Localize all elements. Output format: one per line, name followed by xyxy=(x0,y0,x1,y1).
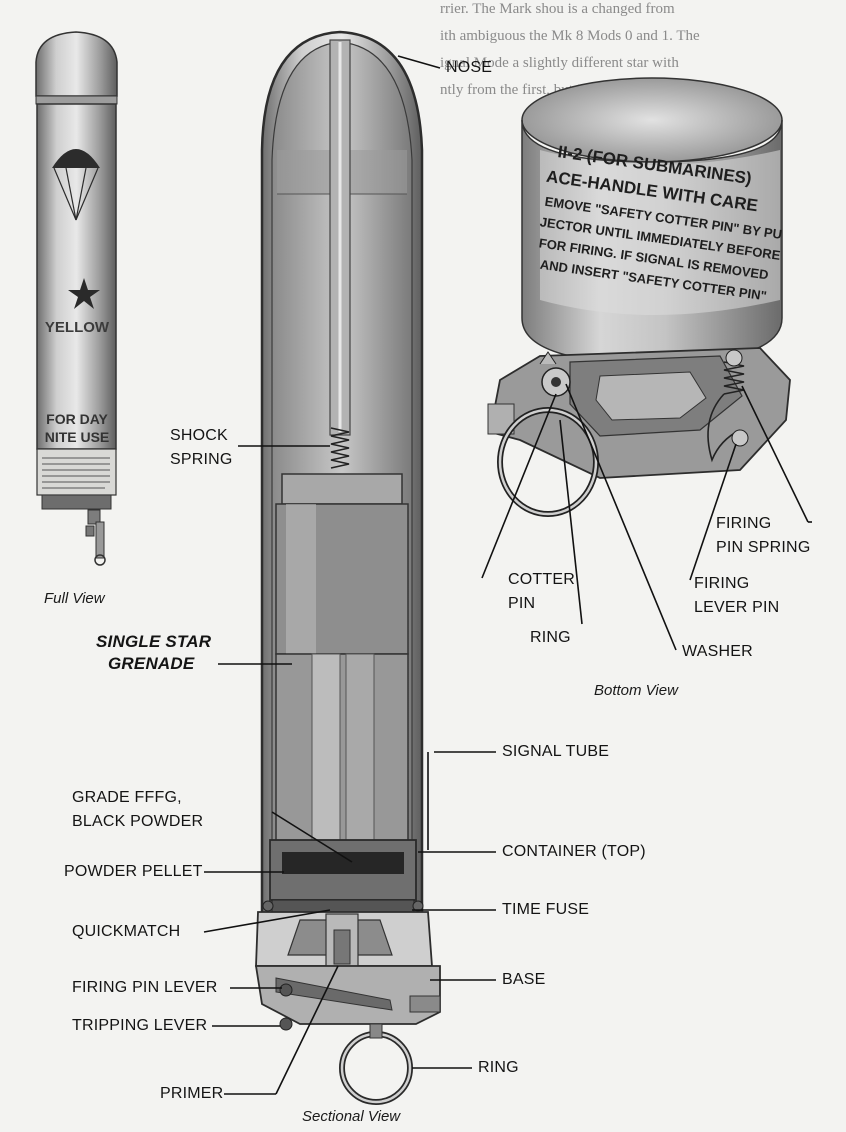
label-shock-spring-1: SHOCK xyxy=(170,427,228,444)
full-view-use-line2: NITE USE xyxy=(45,429,110,445)
sectional-view xyxy=(254,30,441,1105)
label-cotter-pin-2: PIN xyxy=(508,595,536,612)
label-ring-side: RING xyxy=(530,629,571,646)
label-powder-pellet: POWDER PELLET xyxy=(64,863,203,880)
leader-lines xyxy=(203,55,812,1095)
label-quickmatch: QUICKMATCH xyxy=(72,923,181,940)
label-primer: PRIMER xyxy=(160,1085,224,1102)
label-single-star-1: SINGLE STAR xyxy=(96,632,212,651)
label-black-powder-2: BLACK POWDER xyxy=(72,813,204,830)
label-nose: NOSE xyxy=(446,59,493,76)
label-firing-pin-spring-1: FIRING xyxy=(716,515,772,532)
label-firing-lever-pin-2: LEVER PIN xyxy=(694,599,780,616)
label-tripping-lever: TRIPPING LEVER xyxy=(72,1017,208,1034)
label-firing-pin-lever: FIRING PIN LEVER xyxy=(72,979,218,996)
label-washer: WASHER xyxy=(682,643,753,660)
label-firing-lever-pin-1: FIRING xyxy=(694,575,750,592)
label-firing-pin-spring-2: PIN SPRING xyxy=(716,539,811,556)
background-text-right: rrier. The Mark shou is a changed from i… xyxy=(440,1,700,98)
label-text-lines xyxy=(42,457,110,489)
full-view-color-word: YELLOW xyxy=(45,319,110,336)
parachute-icon xyxy=(52,149,100,221)
bottom-view-signal: II-2 (FOR SUBMARINES) ACE-HANDLE WITH CA… xyxy=(487,77,791,517)
label-cotter-pin-1: COTTER xyxy=(508,571,575,588)
shock-spring xyxy=(330,427,350,469)
full-view-use-line1: FOR DAY xyxy=(46,411,108,427)
caption-sectional-view: Sectional View xyxy=(302,1108,401,1125)
label-single-star-2: GRENADE xyxy=(108,654,195,673)
label-ring-bottom: RING xyxy=(478,1059,519,1076)
label-base: BASE xyxy=(502,971,546,988)
caption-full-view: Full View xyxy=(44,590,105,607)
label-shock-spring-2: SPRING xyxy=(170,451,233,468)
label-container-top: CONTAINER (TOP) xyxy=(502,843,646,860)
label-time-fuse: TIME FUSE xyxy=(502,901,590,918)
label-signal-tube: SIGNAL TUBE xyxy=(502,743,610,760)
full-view-signal: YELLOW FOR DAY NITE USE xyxy=(35,31,118,566)
label-black-powder-1: GRADE FFFG, xyxy=(72,789,182,806)
star-icon xyxy=(68,278,100,309)
caption-bottom-view: Bottom View xyxy=(594,682,678,699)
